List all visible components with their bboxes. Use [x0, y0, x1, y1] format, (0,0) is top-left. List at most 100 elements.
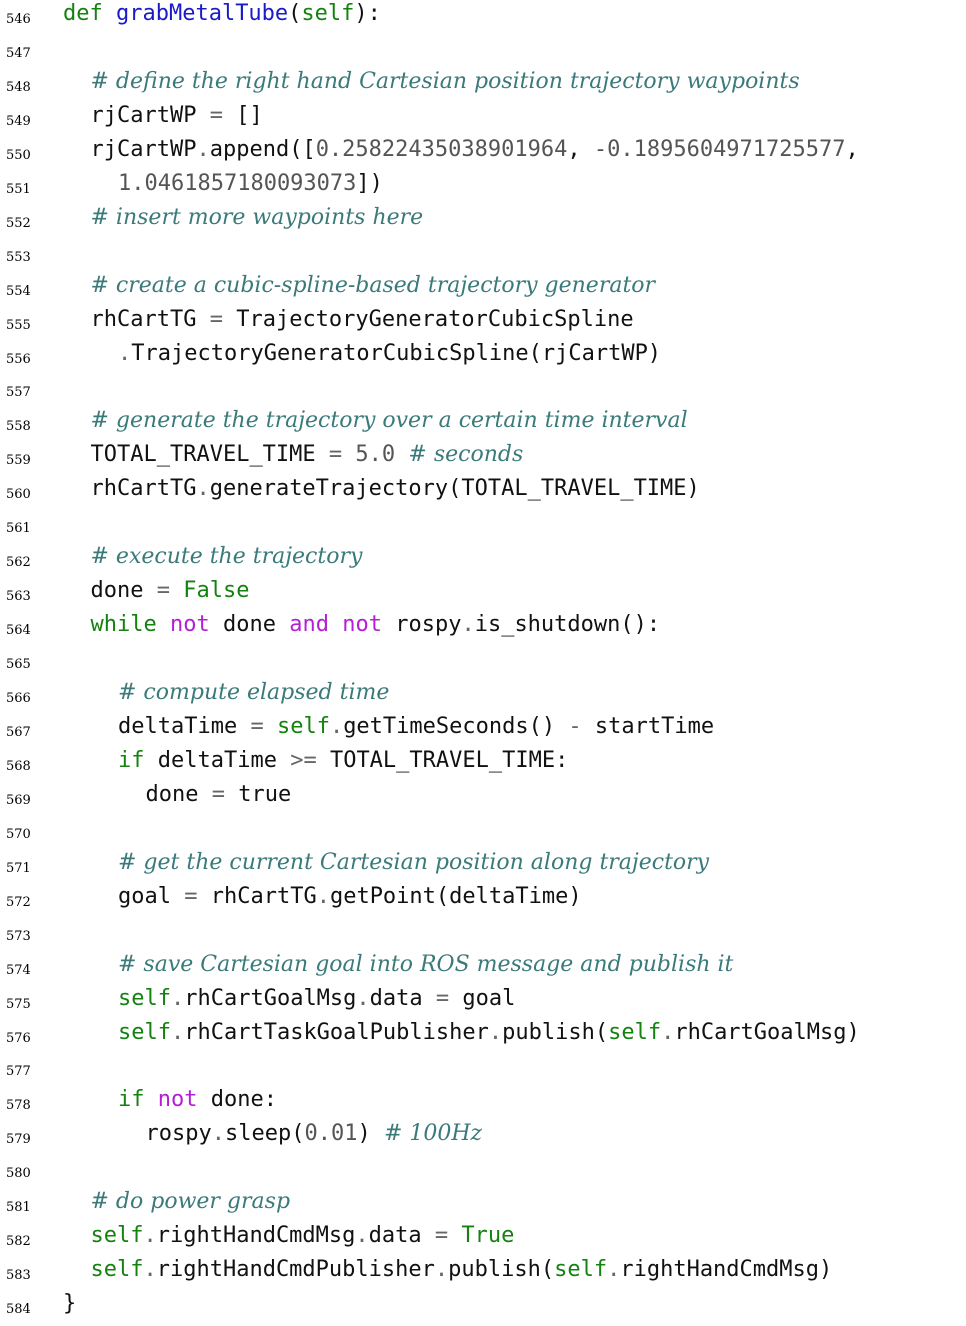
code-token: ]) [356, 170, 383, 196]
line-number: 584 [6, 1302, 31, 1318]
code-token: . [461, 612, 475, 638]
code-token: # save Cartesian goal into ROS message a… [118, 951, 734, 977]
code-token: done [145, 781, 212, 807]
code-token: if [118, 747, 145, 773]
code-token: . [143, 1257, 157, 1283]
code-text: if not done: [118, 1086, 277, 1114]
code-line: 556.TrajectoryGeneratorCubicSpline(rjCar… [0, 340, 966, 374]
line-number: 577 [6, 1064, 31, 1080]
code-token: 0.01 [304, 1121, 358, 1147]
code-text: self.rightHandCmdPublisher.publish(self.… [91, 1256, 833, 1284]
code-token: self [90, 1257, 144, 1283]
code-token: done: [197, 1087, 277, 1113]
code-line: 548# define the right hand Cartesian pos… [0, 68, 966, 102]
code-token: rhCartTG [90, 306, 210, 332]
code-token [448, 1223, 461, 1248]
code-text: if deltaTime >= TOTAL_TRAVEL_TIME: [118, 747, 568, 775]
code-token: not [157, 1087, 198, 1113]
code-token: . [196, 136, 210, 162]
code-token: sleep( [224, 1121, 305, 1147]
code-token: ) [357, 1121, 384, 1147]
line-number: 562 [6, 555, 31, 571]
code-token: rightHandCmdMsg) [620, 1257, 833, 1283]
code-line: 553 [0, 238, 966, 272]
code-token: generateTrajectory(TOTAL_TRAVEL_TIME) [209, 476, 700, 502]
code-token [170, 578, 183, 603]
code-line: 573 [0, 917, 966, 951]
code-text: rhCartTG = TrajectoryGeneratorCubicSplin… [91, 306, 634, 334]
line-number: 576 [6, 1030, 31, 1046]
code-text: 1.0461857180093073]) [118, 170, 383, 198]
code-token: goal [118, 883, 185, 909]
code-token: ): [354, 1, 381, 26]
code-token: true [224, 781, 292, 807]
code-token: rjCartWP [90, 102, 210, 128]
code-token: TOTAL_TRAVEL_TIME [90, 442, 329, 468]
code-token: TOTAL_TRAVEL_TIME: [316, 747, 569, 773]
code-token: data [368, 1223, 435, 1249]
code-token: 0.25822435038901964 [315, 136, 568, 162]
line-number: 558 [6, 419, 31, 435]
code-token: done [90, 578, 157, 604]
code-line: 554 # create a cubic-spline-based traject… [0, 272, 966, 306]
code-line: 557 [0, 373, 966, 407]
code-token: . [661, 1019, 675, 1045]
code-token: . [118, 340, 132, 366]
code-token: . [211, 1121, 225, 1147]
code-token: self [608, 1019, 662, 1045]
code-token [264, 714, 277, 739]
code-token [329, 612, 342, 637]
code-line: 561 [0, 509, 966, 543]
code-line: 580 [0, 1154, 966, 1188]
code-text: # get the current Cartesian position alo… [118, 849, 709, 877]
code-token: >= [290, 747, 317, 773]
code-token: not [342, 612, 382, 638]
code-token: . [329, 713, 344, 739]
code-token: done [209, 612, 290, 638]
code-token: if [118, 1087, 158, 1113]
code-token: = [156, 578, 170, 604]
code-text: while not done and not rospy.is_shutdown… [91, 611, 661, 639]
code-text: self.rightHandCmdMsg.data = True [91, 1222, 515, 1250]
line-number: 574 [6, 962, 31, 978]
code-token: and [289, 612, 329, 638]
code-text: # compute elapsed time [118, 679, 389, 707]
code-token: # seconds [408, 442, 524, 468]
line-number: 554 [6, 283, 31, 299]
line-number: 564 [6, 623, 31, 639]
code-token: . [316, 883, 330, 909]
code-token: # generate the trajectory over a certain… [90, 408, 688, 434]
code-token: TrajectoryGeneratorCubicSpline(rjCartWP) [131, 340, 662, 366]
code-line: 571# get the current Cartesian position … [0, 849, 966, 883]
code-token: # create a cubic-spline-based trajectory… [90, 272, 656, 298]
line-number: 572 [6, 894, 31, 910]
code-token: -0.1895604971725577 [593, 136, 846, 162]
code-line: 572 goal = rhCartTG.getPoint(deltaTime) [0, 883, 966, 917]
code-line: 570 [0, 815, 966, 849]
line-number: 556 [6, 351, 31, 367]
code-token: self [90, 1223, 144, 1249]
code-text: done = False [91, 577, 250, 605]
code-text: } [63, 1290, 76, 1318]
code-token: # compute elapsed time [118, 680, 390, 705]
line-number: 579 [6, 1132, 31, 1148]
code-token: publish( [448, 1257, 555, 1283]
code-token [342, 442, 355, 467]
code-text: goal = rhCartTG.getPoint(deltaTime) [118, 883, 582, 911]
code-text: self.rhCartGoalMsg.data = goal [118, 985, 515, 1013]
code-line: 584} [0, 1290, 966, 1324]
code-token: TrajectoryGeneratorCubicSpline [222, 306, 634, 332]
code-text: # save Cartesian goal into ROS message a… [118, 951, 733, 979]
code-token: def [63, 1, 116, 26]
code-text: # create a cubic-spline-based trajectory… [91, 272, 656, 300]
line-number: 559 [6, 453, 31, 469]
code-text: self.rhCartTaskGoalPublisher.publish(sel… [118, 1019, 860, 1047]
